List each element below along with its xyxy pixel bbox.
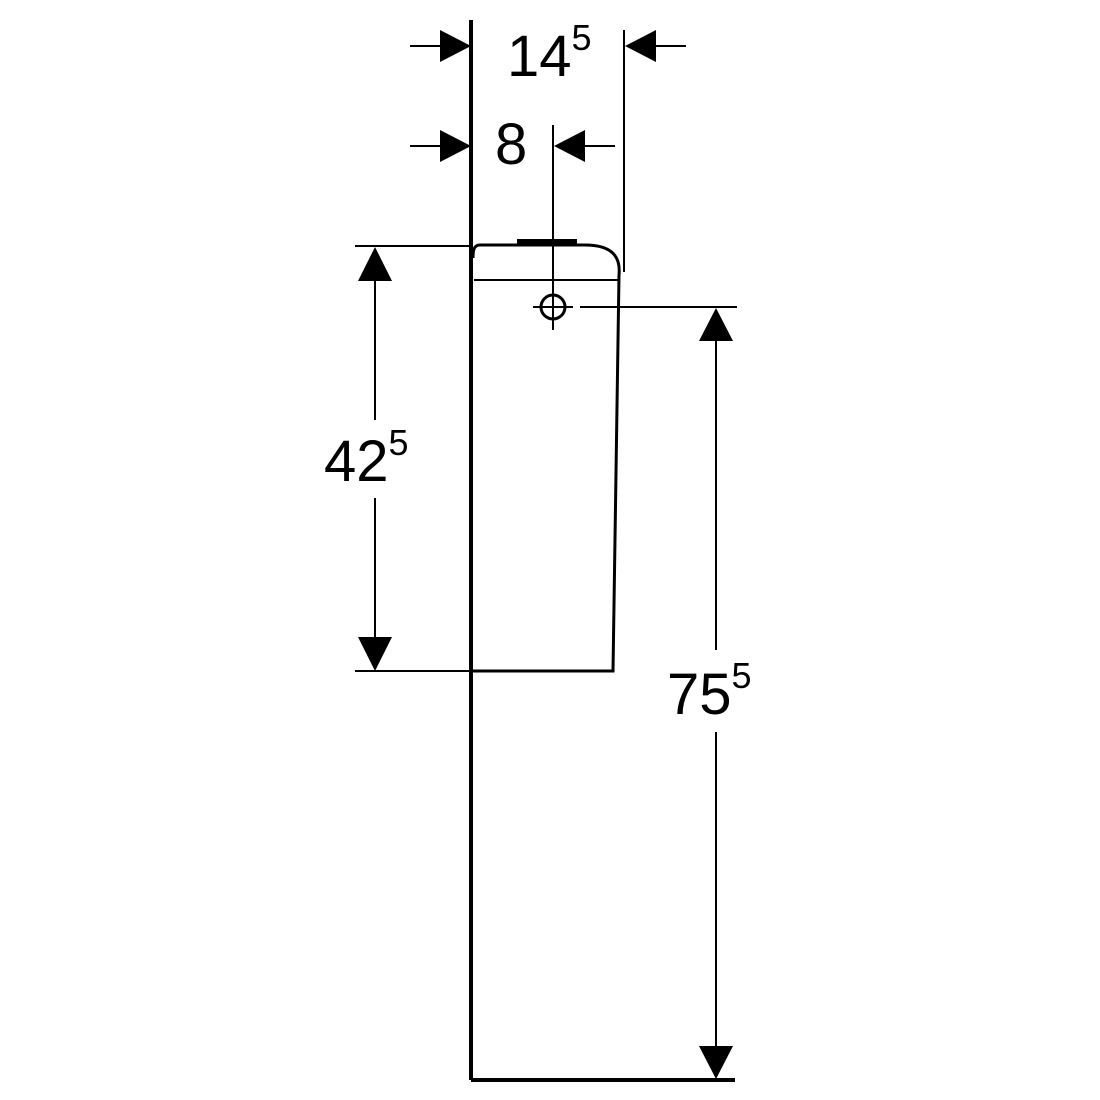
dimension-outlet-height: 755 <box>580 306 752 1079</box>
dimension-outlet-offset: 8 <box>410 112 615 330</box>
dimension-cistern-height: 425 <box>324 245 469 672</box>
cistern-outline <box>471 243 621 673</box>
dimension-label-outlet-offset: 8 <box>495 112 527 177</box>
dimension-label-depth-total: 145 <box>507 17 592 89</box>
flush-button <box>517 239 577 244</box>
dimension-label-cistern-height: 425 <box>324 422 409 494</box>
dimension-label-outlet-height: 755 <box>667 655 752 727</box>
dimension-depth-total: 145 <box>410 17 686 272</box>
